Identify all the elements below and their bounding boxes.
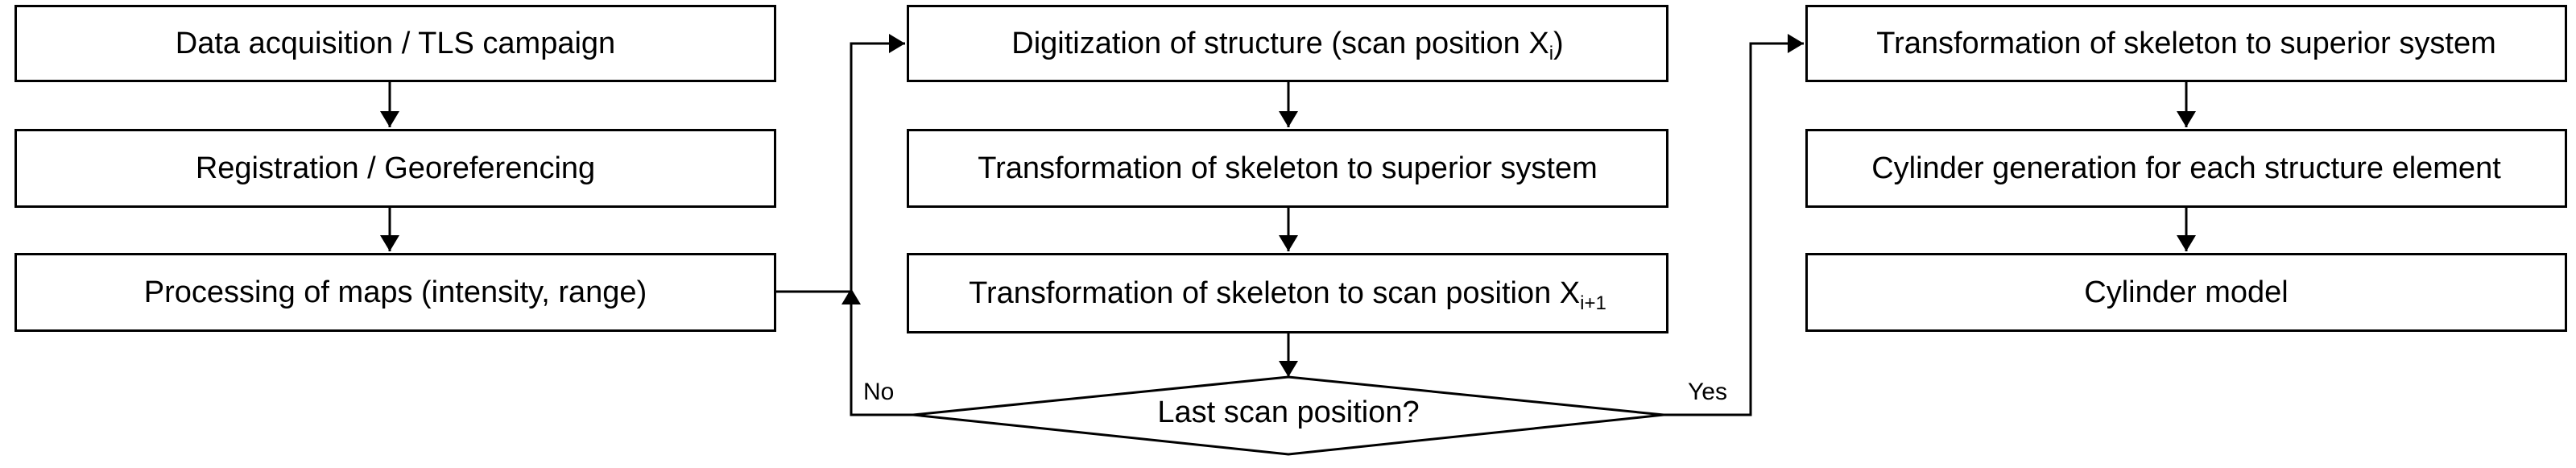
box-processing-maps-label: Processing of maps (intensity, range)	[143, 275, 647, 309]
decision-diamond	[912, 375, 1664, 456]
yes-label: Yes	[1688, 379, 1727, 405]
box-processing-maps: Processing of maps (intensity, range)	[14, 253, 776, 332]
subscript-i-plus-1: i+1	[1580, 292, 1606, 314]
box-cylinder-model-label: Cylinder model	[2084, 275, 2289, 309]
arrow-no-loop	[841, 288, 913, 416]
box-transform-scan-position-text: Transformation of skeleton to scan posit…	[969, 275, 1606, 314]
box-digitization-text: Digitization of structure (scan position…	[1011, 26, 1564, 64]
box-registration: Registration / Georeferencing	[14, 129, 776, 208]
box-registration-label: Registration / Georeferencing	[195, 151, 596, 185]
box-data-acquisition-label: Data acquisition / TLS campaign	[175, 26, 616, 60]
box-digitization: Digitization of structure (scan position…	[907, 5, 1668, 82]
box-transform-superior-right: Transformation of skeleton to superior s…	[1805, 5, 2567, 82]
decision-label: Last scan position?	[1157, 396, 1420, 429]
box-data-acquisition: Data acquisition / TLS campaign	[14, 5, 776, 82]
arrow-yes	[1664, 34, 1804, 416]
box-transform-superior-right-label: Transformation of skeleton to superior s…	[1876, 26, 2496, 60]
box-cylinder-generation: Cylinder generation for each structure e…	[1805, 129, 2567, 208]
no-label: No	[863, 379, 895, 405]
box-cylinder-generation-label: Cylinder generation for each structure e…	[1871, 151, 2501, 185]
box-cylinder-model: Cylinder model	[1805, 253, 2567, 332]
arrow-left-to-middle	[775, 34, 905, 293]
box-transform-scan-position: Transformation of skeleton to scan posit…	[907, 253, 1668, 333]
box-transform-superior-mid: Transformation of skeleton to superior s…	[907, 129, 1668, 208]
subscript-i: i	[1548, 42, 1554, 64]
box-transform-superior-mid-label: Transformation of skeleton to superior s…	[978, 151, 1598, 185]
